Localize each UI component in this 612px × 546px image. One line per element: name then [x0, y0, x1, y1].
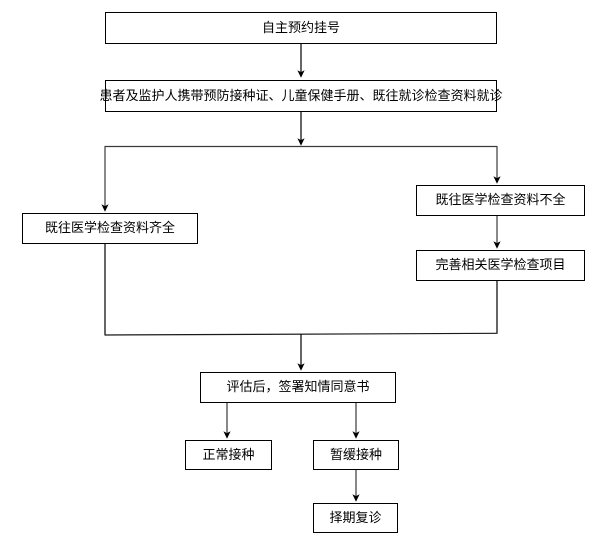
node-consent-label: 评估后，签署知情同意书 [226, 380, 370, 395]
node-normal-vaccination-label: 正常接种 [202, 447, 255, 463]
node-revisit[interactable]: 择期复诊 [313, 503, 398, 533]
node-complete-exams[interactable]: 完善相关医学检查项目 [416, 250, 585, 281]
node-records-complete[interactable]: 既往医学检查资料齐全 [22, 213, 198, 244]
node-register[interactable]: 自主预约挂号 [105, 12, 497, 44]
node-consent[interactable]: 评估后，签署知情同意书 [200, 372, 396, 403]
node-register-label: 自主预约挂号 [261, 20, 340, 36]
node-bring-materials-label: 患者及监护人携带预防接种证、儿童保健手册、既往就诊检查资料就诊 [99, 88, 503, 104]
node-records-incomplete[interactable]: 既往医学检查资料不全 [416, 185, 585, 216]
node-postpone-vaccination[interactable]: 暂缓接种 [313, 440, 399, 470]
node-revisit-label: 择期复诊 [329, 510, 382, 526]
node-normal-vaccination[interactable]: 正常接种 [185, 440, 272, 470]
node-postpone-vaccination-label: 暂缓接种 [329, 447, 382, 463]
node-bring-materials[interactable]: 患者及监护人携带预防接种证、儿童保健手册、既往就诊检查资料就诊 [100, 80, 503, 112]
node-complete-exams-label: 完善相关医学检查项目 [435, 258, 566, 273]
node-records-incomplete-label: 既往医学检查资料不全 [435, 193, 566, 208]
node-records-complete-label: 既往医学检查资料齐全 [44, 221, 175, 236]
